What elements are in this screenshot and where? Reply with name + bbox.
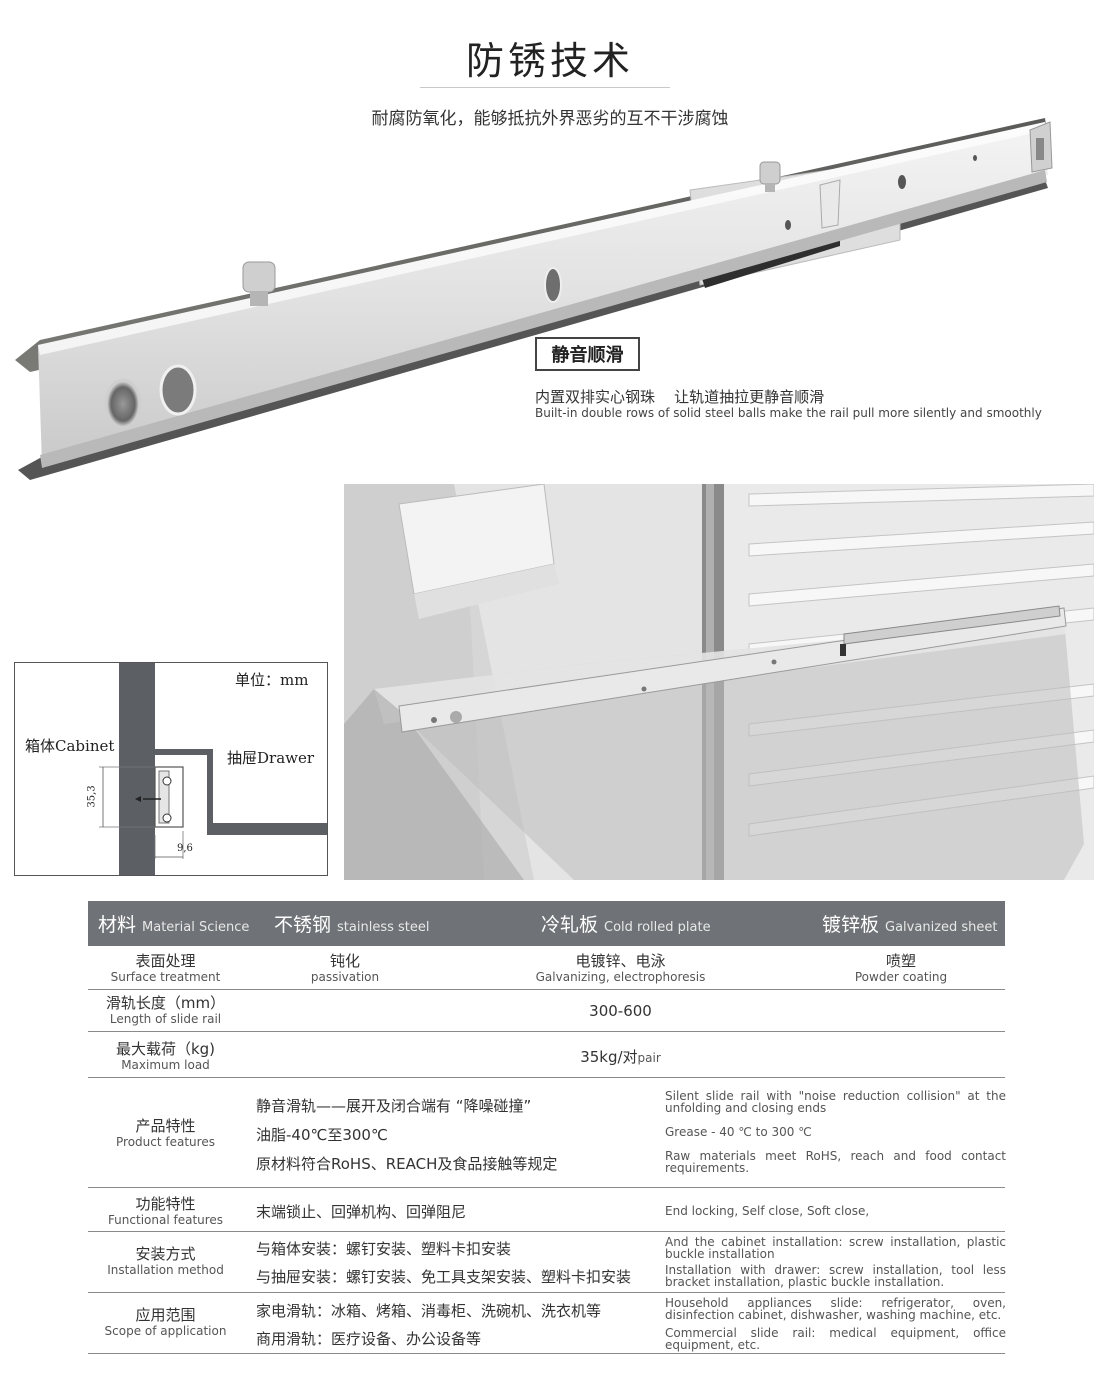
dimension-drawing: [99, 663, 327, 875]
feature-badge: 静音顺滑: [535, 337, 640, 371]
row-label: 产品特性 Product features: [116, 1117, 215, 1150]
product-feature-en-2: Grease - 40 ℃ to 300 ℃: [665, 1125, 812, 1139]
page-subtitle: 耐腐防氧化，能够抵抗外界恶劣的互不干涉腐蚀: [371, 109, 729, 129]
install-cn-2: 与抽屉安装：螺钉安装、免工具支架安装、塑料卡扣安装: [256, 1268, 632, 1286]
install-en-1: And the cabinet installation: screw inst…: [665, 1235, 1006, 1261]
row-label: 功能特性 Functional features: [107, 1195, 224, 1228]
scope-cn-2: 商用滑轨：医疗设备、办公设备等: [256, 1330, 482, 1348]
table-row-scope: 应用范围 Scope of application 家电滑轨：冰箱、烤箱、消毒柜…: [88, 1293, 1006, 1354]
surface-cold-rolled: 电镀锌、电泳 Galvanizing, electrophoresis: [535, 952, 706, 985]
cabinet-label: 箱体Cabinet: [25, 737, 115, 755]
row-label: 表面处理 Surface treatment: [110, 952, 221, 985]
table-row-installation: 安装方式 Installation method 与箱体安装：螺钉安装、塑料卡扣…: [88, 1232, 1006, 1293]
page-title: 防锈技术: [465, 39, 634, 83]
install-en-2: Installation with drawer: screw installa…: [665, 1263, 1006, 1289]
product-feature-en-1: Silent slide rail with "noise reduction …: [665, 1089, 1006, 1115]
table-row-length: 滑轨长度（mm） Length of slide rail 300-600: [88, 990, 1005, 1032]
slide-rail-illustration: [15, 118, 1053, 480]
product-feature-en-3: Raw materials meet RoHS, reach and food …: [665, 1149, 1006, 1175]
unit-label: 单位：mm: [235, 671, 309, 689]
drawer-label: 抽屉Drawer: [227, 749, 315, 767]
surface-stainless: 钝化 passivation: [310, 952, 380, 985]
scope-en-2: Commercial slide rail: medical equipment…: [665, 1326, 1006, 1352]
title-divider: [420, 87, 670, 88]
product-feature-cn-3: 原材料符合RoHS、REACH及食品接触等规定: [256, 1155, 558, 1173]
row-label: 最大载荷（kg) Maximum load: [115, 1040, 216, 1073]
table-row-surface: 表面处理 Surface treatment 钝化 passivation 电镀…: [88, 946, 1005, 990]
installation-photo: [344, 484, 1094, 880]
table-row-product-features: 产品特性 Product features 静音滑轨——展开及闭合端有 “降噪碰…: [88, 1078, 1006, 1188]
installation-photo-drawing: [344, 484, 1094, 880]
feature-description-en: Built-in double rows of solid steel ball…: [535, 406, 1042, 420]
function-cn: 末端锁止、回弹机构、回弹阻尼: [256, 1203, 467, 1221]
dimension-width: 9,6: [177, 843, 193, 854]
install-cn-1: 与箱体安装：螺钉安装、塑料卡扣安装: [256, 1240, 512, 1258]
length-value: 300-600: [589, 1002, 652, 1020]
table-row-functional-features: 功能特性 Functional features 末端锁止、回弹机构、回弹阻尼 …: [88, 1188, 1005, 1232]
dimension-height: 35,3: [86, 785, 98, 808]
load-value: 35kg/对pair: [580, 1048, 661, 1066]
row-label: 滑轨长度（mm） Length of slide rail: [105, 994, 226, 1027]
scope-en-1: Household appliances slide: refrigerator…: [665, 1296, 1006, 1322]
row-label: 安装方式 Installation method: [107, 1245, 224, 1278]
feature-description-cn: 内置双排实心钢珠 让轨道抽拉更静音顺滑: [535, 388, 825, 406]
row-label: 应用范围 Scope of application: [104, 1306, 227, 1339]
product-feature-cn-2: 油脂-40℃至300℃: [256, 1126, 388, 1144]
installation-diagram: 单位：mm 箱体Cabinet 抽屉Drawer 35,3 9,6: [14, 662, 328, 876]
function-en: End locking, Self close, Soft close,: [665, 1204, 870, 1218]
table-row-load: 最大载荷（kg) Maximum load 35kg/对pair: [88, 1032, 1005, 1078]
surface-galvanized: 喷塑 Powder coating: [854, 952, 948, 985]
product-feature-cn-1: 静音滑轨——展开及闭合端有 “降噪碰撞”: [256, 1097, 532, 1115]
scope-cn-1: 家电滑轨：冰箱、烤箱、消毒柜、洗碗机、洗衣机等: [256, 1302, 602, 1320]
